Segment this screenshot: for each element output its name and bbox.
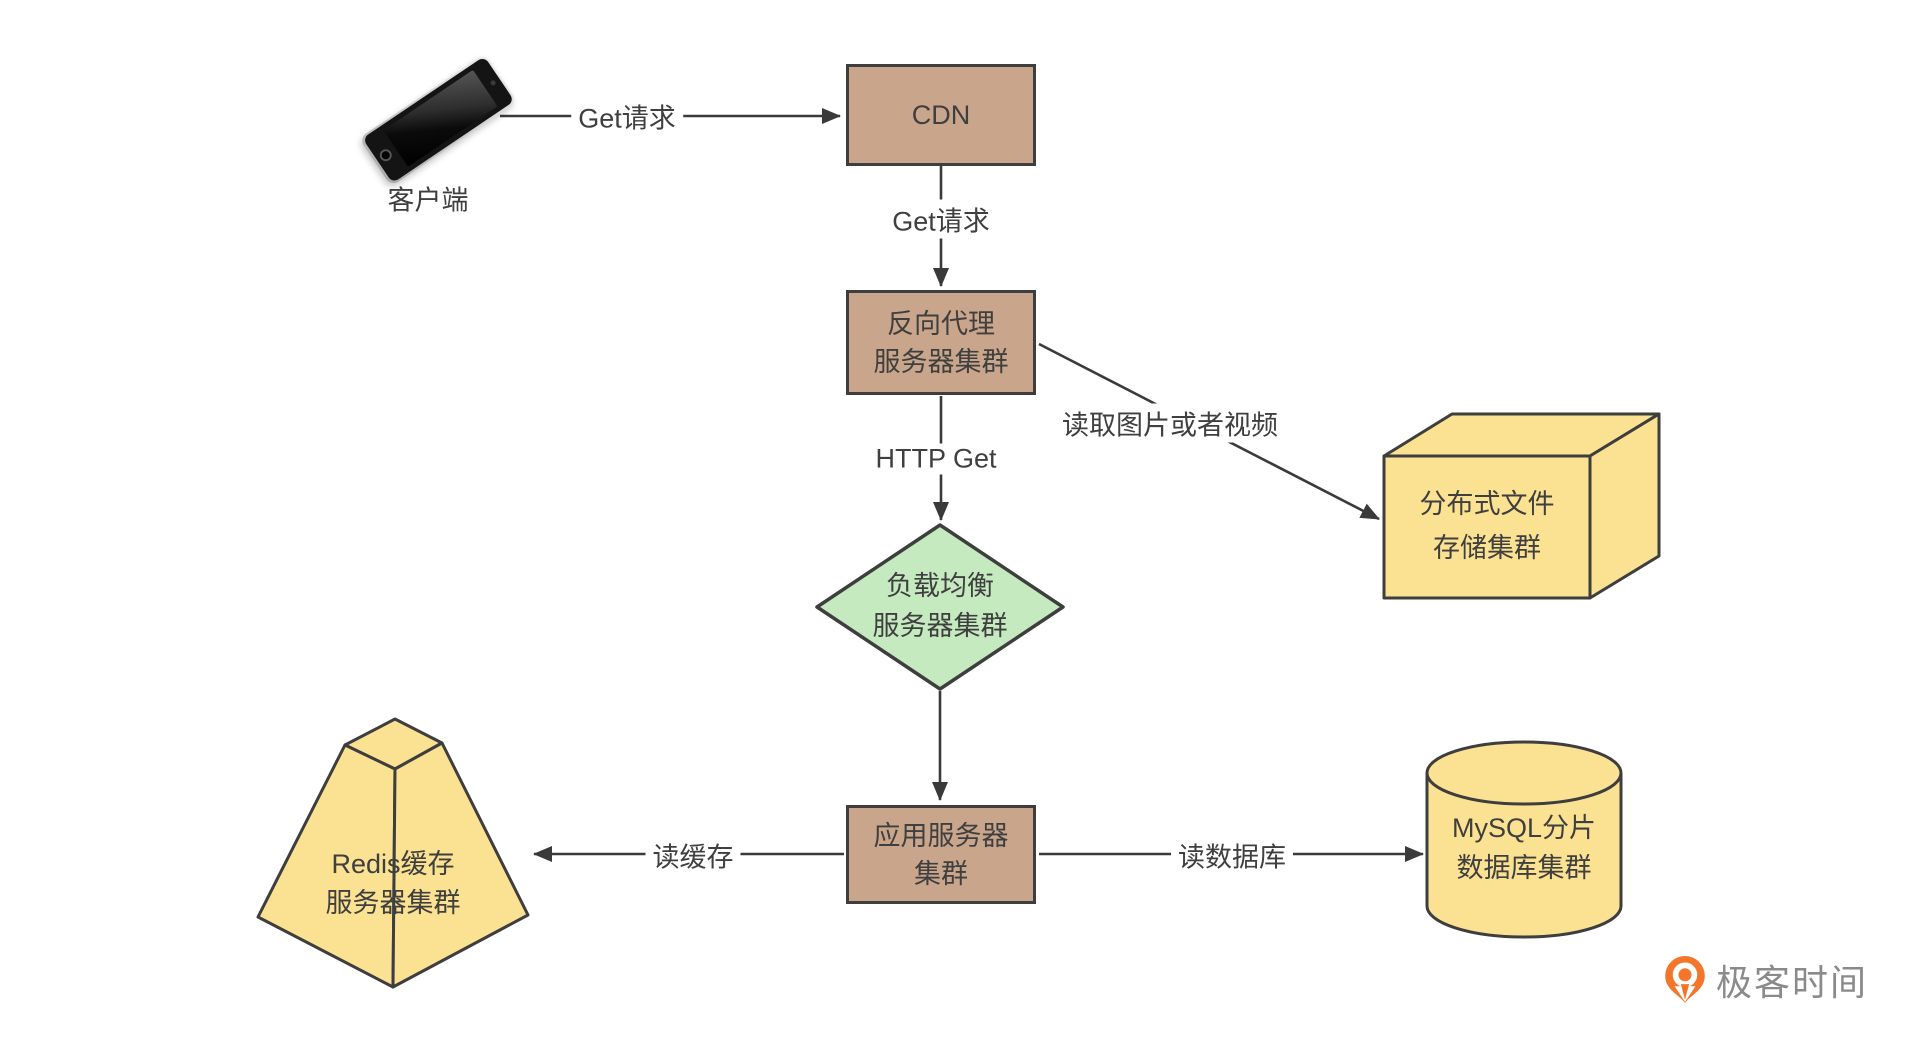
- geektime-logo-text: 极客时间: [1716, 962, 1869, 1003]
- edge-label-read-media: 读取图片或者视频: [1055, 403, 1285, 443]
- reverse-proxy-label-line2: 服务器集群: [873, 346, 1009, 377]
- app-server-node: 应用服务器 集群: [846, 805, 1036, 904]
- geektime-logo: 极客时间: [1662, 954, 1868, 1006]
- edge-label-http-get: HTTP Get: [868, 443, 1004, 475]
- app-server-label-line1: 应用服务器: [873, 820, 1009, 851]
- mysql-cylinder: [1425, 740, 1623, 939]
- redis-pyramid: [256, 717, 530, 989]
- app-server-label-line2: 集群: [914, 858, 968, 889]
- cdn-node: CDN: [846, 64, 1036, 166]
- reverse-proxy-node: 反向代理 服务器集群: [846, 290, 1036, 395]
- load-balancer-diamond: [815, 523, 1065, 691]
- geektime-logo-icon: [1665, 956, 1705, 1003]
- edge-label-read-db: 读数据库: [1171, 835, 1293, 875]
- edge-label-get-request-2: Get请求: [885, 199, 997, 239]
- edge-label-read-cache: 读缓存: [645, 835, 741, 875]
- file-storage-cube: [1382, 412, 1661, 600]
- cdn-label: CDN: [911, 100, 971, 130]
- edge-label-get-request-1: Get请求: [571, 96, 683, 136]
- phone-home-button: [377, 146, 395, 164]
- phone-camera-dot: [489, 79, 497, 87]
- reverse-proxy-label-line1: 反向代理: [887, 308, 995, 339]
- client-label: 客户端: [387, 185, 469, 216]
